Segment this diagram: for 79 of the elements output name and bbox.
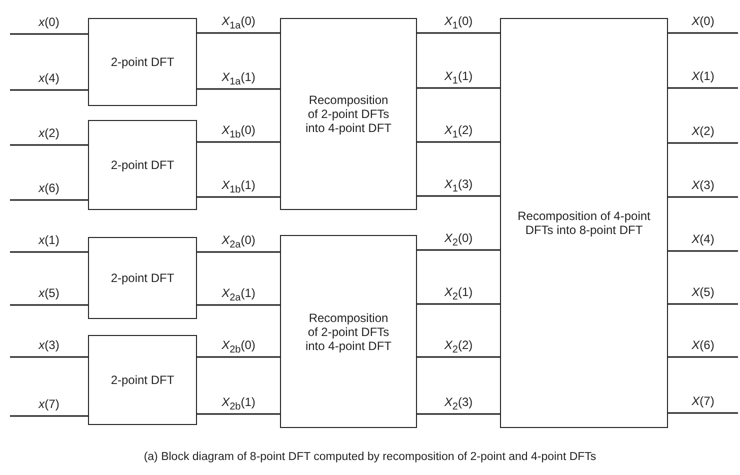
block-box	[88, 335, 197, 425]
signal-line	[417, 413, 500, 415]
signal-line	[417, 32, 500, 34]
block-label: 2-point DFT	[110, 158, 174, 172]
signal-line	[10, 356, 88, 358]
edge-label: X(7)	[692, 394, 714, 408]
signal-line	[668, 303, 738, 305]
signal-line	[197, 356, 280, 358]
signal-line	[668, 32, 738, 34]
signal-line	[668, 87, 738, 89]
signal-line	[197, 32, 280, 34]
edge-label: X$_{2b}$(1)	[222, 395, 256, 414]
signal-line	[417, 87, 500, 89]
figure-caption: (a) Block diagram of 8-point DFT computed by recomposition of 2-point and 4-point DFTs	[142, 451, 598, 463]
edge-label: X$_{1}$(2)	[444, 123, 473, 142]
edge-label: x(7)	[38, 397, 60, 411]
edge-label: x(1)	[38, 233, 60, 247]
edge-label: X$_{1a}$(0)	[222, 14, 256, 34]
edge-label: X$_{1a}$(1)	[222, 70, 256, 90]
edge-label: X$_{2}$(1)	[444, 285, 473, 304]
edge-label: X(2)	[692, 124, 714, 138]
block-box	[88, 120, 197, 210]
signal-line	[10, 304, 88, 306]
signal-line	[10, 33, 88, 35]
block-label: Recomposition of 2-point DFTs into 4-point DFT	[304, 310, 392, 352]
edge-label: X$_{2a}$(0)	[222, 233, 256, 252]
signal-line	[10, 251, 88, 253]
edge-label: X(3)	[692, 178, 714, 192]
edge-label: X(4)	[692, 232, 714, 246]
block-label: Recomposition of 4-point DFTs into 8-point DFT	[516, 209, 652, 237]
signal-line	[668, 412, 738, 414]
signal-line	[197, 304, 280, 306]
edge-label: X$_{1b}$(0)	[222, 123, 256, 142]
signal-line	[668, 250, 738, 252]
edge-label: X$_{1}$(1)	[444, 69, 473, 88]
edge-label: x(3)	[38, 338, 60, 352]
edge-label: X(5)	[692, 285, 714, 299]
signal-line	[668, 142, 738, 144]
block-box	[280, 18, 417, 210]
signal-line	[10, 89, 88, 91]
signal-line	[668, 356, 738, 358]
signal-line	[10, 144, 88, 146]
signal-line	[197, 251, 280, 253]
edge-label: x(4)	[38, 71, 60, 85]
edge-label: X$_{1}$(3)	[444, 177, 473, 196]
block-box	[500, 18, 668, 428]
signal-line	[417, 303, 500, 305]
signal-line	[197, 413, 280, 415]
block-box	[280, 235, 417, 428]
edge-label: X$_{1}$(0)	[444, 14, 473, 34]
edge-label: X$_{2b}$(0)	[222, 338, 256, 358]
signal-line	[668, 196, 738, 198]
edge-label: x(2)	[38, 126, 60, 140]
edge-label: X$_{2}$(0)	[444, 231, 473, 250]
signal-line	[417, 356, 500, 358]
signal-line	[197, 141, 280, 143]
block-label: 2-point DFT	[110, 55, 174, 69]
edge-label: X$_{1b}$(1)	[222, 178, 256, 198]
edge-label: x(0)	[38, 15, 60, 29]
signal-line	[197, 196, 280, 198]
signal-line	[417, 195, 500, 197]
edge-label: X$_{2}$(3)	[444, 395, 473, 414]
edge-label: x(5)	[38, 286, 60, 300]
edge-label: X$_{2a}$(1)	[222, 286, 256, 306]
signal-line	[417, 249, 500, 251]
block-box	[88, 18, 197, 106]
block-label: 2-point DFT	[110, 373, 174, 387]
edge-label: X(6)	[692, 338, 714, 352]
edge-label: X$_{2}$(2)	[444, 338, 473, 358]
block-label: Recomposition of 2-point DFTs into 4-point DFT	[304, 93, 392, 135]
signal-line	[10, 199, 88, 201]
edge-label: X(0)	[692, 14, 714, 28]
block-box	[88, 237, 197, 319]
block-label: 2-point DFT	[110, 271, 174, 285]
edge-label: x(6)	[38, 181, 60, 195]
signal-line	[10, 415, 88, 417]
signal-line	[197, 88, 280, 90]
edge-label: X(1)	[692, 69, 714, 83]
signal-line	[417, 141, 500, 143]
